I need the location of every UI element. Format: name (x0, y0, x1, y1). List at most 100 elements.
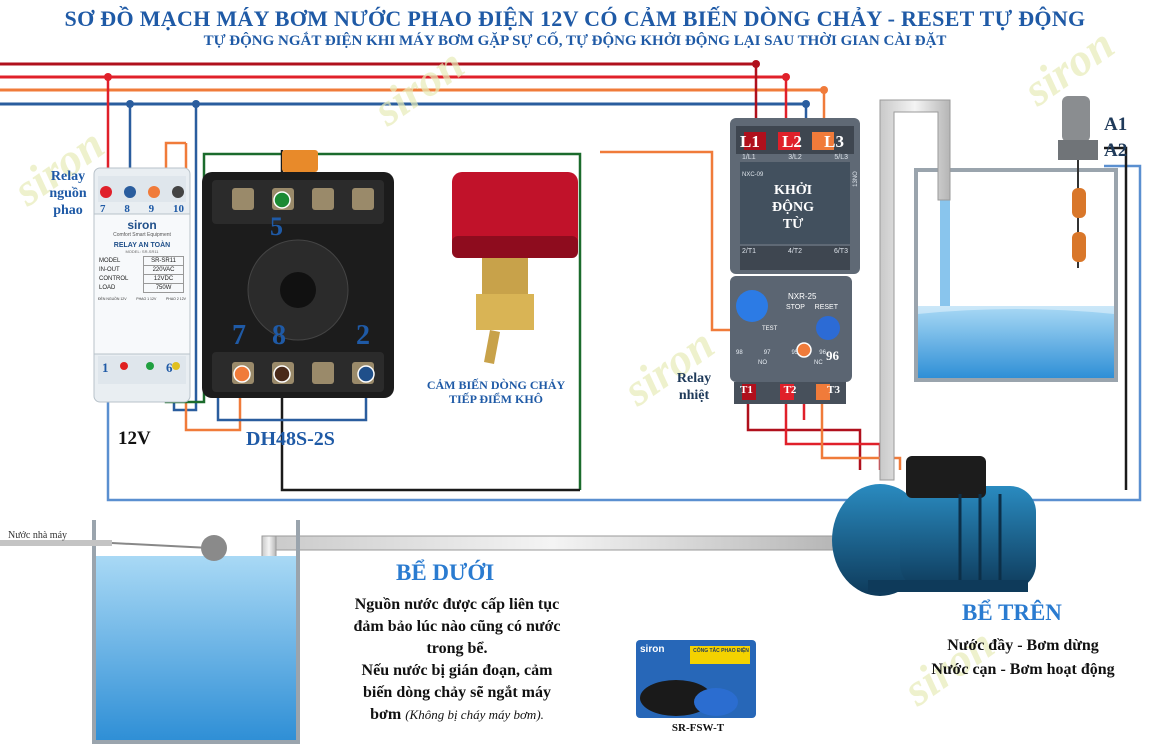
relay-power-top-screws (100, 186, 184, 198)
indicator-label: PHAO 2 12V (165, 297, 186, 301)
water-pump (832, 456, 1036, 596)
line-label: L2 (782, 132, 802, 151)
aux-code: 97 (763, 350, 771, 356)
terminal-code: 1/L1 (742, 154, 756, 161)
contactor-label-line: TỪ (782, 217, 804, 232)
spec-row: MODEL SR-SR11 (98, 256, 184, 266)
terminal-screw (100, 186, 112, 198)
stop-button[interactable]: STOP (786, 304, 805, 311)
relay-power-leds (120, 362, 180, 370)
terminal-label: 9 (148, 203, 155, 215)
thermal-relay (730, 276, 852, 404)
terminal-label: 7 (100, 203, 106, 215)
timer-pin-label: 8 (272, 320, 286, 351)
terminal-label: 8 (124, 203, 130, 215)
thermal-label-line: Relay (676, 371, 712, 386)
contactor-label-line: ĐỘNG (772, 200, 814, 215)
thermal-model: NXR-25 (788, 292, 817, 301)
thermal-buttons: STOP RESET (786, 304, 838, 311)
timer-name: DH48S-2S (246, 428, 335, 450)
description-text: bơm (370, 706, 402, 723)
terminal-screw (172, 186, 184, 198)
upper-tank-line: Nước đầy - Bơm dừng (947, 637, 1099, 654)
test-button[interactable]: TEST (762, 326, 778, 332)
product-code: SR-FSW-T (671, 722, 725, 734)
spec-table: MODEL SR-SR11 IN-OUT 220VAC CONTROL 12VDC L… (98, 256, 184, 293)
flow-sensor-label-line: CẢM BIẾN DÒNG CHẢY (426, 378, 566, 392)
aux-code: 95 (791, 350, 799, 356)
page-subtitle: TỰ ĐỘNG NGẮT ĐIỆN KHI MÁY BƠM GẶP SỰ CỐ,… (203, 33, 947, 49)
spec-value: 220VAC (143, 265, 184, 275)
thermal-output-labels: T1 T2 T3 (740, 384, 840, 396)
brand-logo: siron (127, 218, 157, 232)
relay-power-label-line: phao (53, 203, 83, 218)
line-label: L1 (740, 132, 760, 151)
product-box (636, 640, 756, 718)
voltage-label: 12V (118, 428, 151, 449)
led-indicator (120, 362, 128, 370)
relay-power-label-line: Relay (50, 169, 86, 184)
timer-pin-label: 2 (356, 320, 370, 351)
contactor-top-codes: 1/L1 3/L2 5/L3 (742, 154, 848, 161)
timer-pin-label: 5 (270, 212, 283, 241)
reset-button[interactable]: RESET (814, 304, 838, 311)
relay-power-label-line: nguồn (49, 186, 87, 201)
contactor-label-line: KHỞI (773, 183, 813, 198)
brand-tagline: Comfort Smart Equipment (113, 232, 171, 238)
flow-sensor-label: CẢM BIẾN DÒNG CHẢY TIẾP ĐIỂM KHÔ (416, 378, 576, 406)
spec-key: IN-OUT (99, 267, 120, 273)
thermal-aux-codes: 98 97 95 96 (736, 350, 826, 356)
timer-pin-label: 7 (232, 320, 246, 351)
contactor-label: KHỞI ĐỘNG TỪ (748, 182, 838, 233)
spec-key: MODEL (99, 258, 121, 264)
description-line: biến dòng chảy sẽ ngắt máy (362, 684, 552, 701)
nc-label: NC (814, 360, 823, 366)
thermal-relay-label: Relay nhiệt (664, 370, 724, 404)
spec-value: 12VDC (143, 274, 184, 284)
spec-value: SR-SR11 (143, 256, 184, 266)
contactor (730, 118, 860, 274)
contactor-aux: 13NO (852, 171, 859, 187)
description-line: đảm bảo lúc nào cũng có nước (353, 618, 561, 635)
timer-socket (202, 150, 394, 398)
page-title: SƠ ĐỒ MẠCH MÁY BƠM NƯỚC PHAO ĐIỆN 12V CÓ… (64, 6, 1086, 31)
relay-power-top-terminals: 7 8 9 10 (100, 203, 184, 215)
upper-tank-title: BỂ TRÊN (962, 600, 1062, 625)
led-indicator (172, 362, 180, 370)
contact-96-label: 96 (826, 348, 839, 363)
terminal-code: 5/L3 (834, 154, 848, 161)
no-label: NO (758, 360, 767, 366)
output-label: T2 (783, 384, 797, 396)
lower-tank-title: BỂ DƯỚI (396, 560, 495, 585)
terminal-screw (148, 186, 160, 198)
terminal-code: 4/T2 (787, 248, 802, 255)
module-name: RELAY AN TOÀN (113, 242, 171, 249)
output-label: T3 (827, 384, 840, 396)
indicator-label: ĐÈN NGUỒN 12V (98, 297, 127, 301)
flow-sensor-label-line: TIẾP ĐIỂM KHÔ (448, 392, 543, 406)
description-line: trong bể. (426, 640, 488, 657)
relay-power-faceplate: siron Comfort Smart Equipment RELAY AN T… (98, 218, 186, 301)
terminal-label: 6 (166, 360, 173, 375)
relay-power-label: Relay nguồn phao (42, 168, 94, 219)
upper-tank-line: Nước cạn - Bơm hoạt động (931, 661, 1115, 678)
contactor-model: NXC-09 (742, 172, 764, 178)
line-label: L3 (824, 132, 844, 151)
module-model: MODEL: SR-SR11 (125, 249, 159, 254)
spec-row: CONTROL 12VDC (98, 274, 184, 284)
lower-tank (0, 520, 300, 744)
aux-code: 96 (819, 350, 826, 356)
terminal-code: 3/L2 (788, 154, 802, 161)
float-label-a2: A2 (1104, 140, 1128, 161)
timer-pin-5-marker (273, 191, 291, 209)
aux-code: 98 (736, 350, 743, 356)
flow-sensor (452, 172, 578, 364)
spec-key: CONTROL (99, 276, 129, 282)
spec-row: IN-OUT 220VAC (98, 265, 184, 275)
inlet-label: Nước nhà máy (8, 530, 68, 541)
terminal-label: 1 (102, 360, 109, 375)
lower-tank-description: Nguồn nước được cấp liên tục đảm bảo lúc… (312, 594, 602, 726)
float-label-a1: A1 (1104, 114, 1128, 135)
